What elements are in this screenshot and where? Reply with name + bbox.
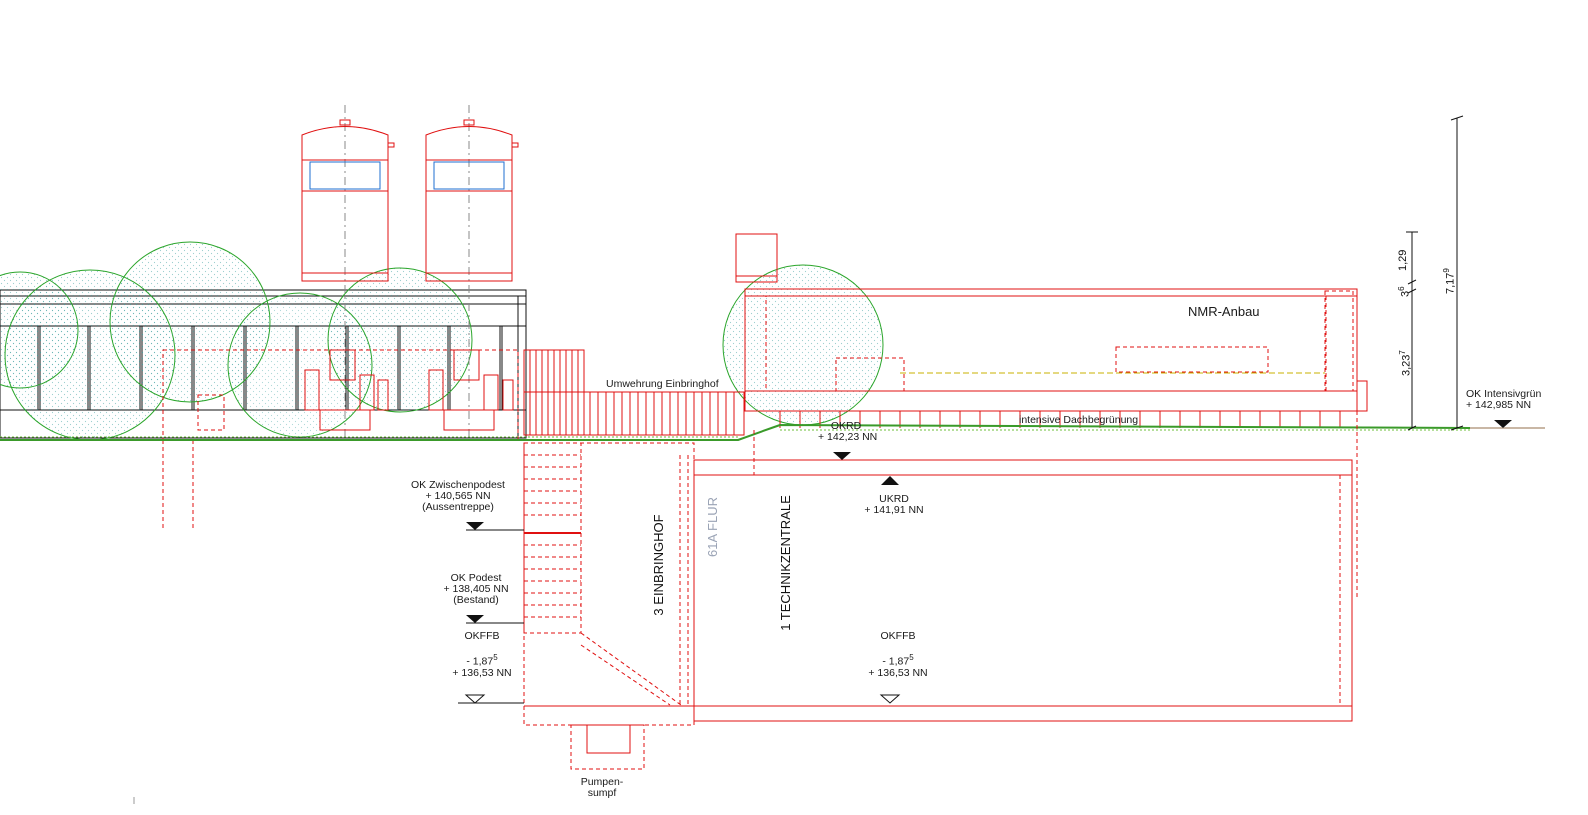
dim-7179: 7,179: [1442, 268, 1457, 294]
umwehrung-label: Umwehrung Einbringhof: [606, 378, 719, 390]
room-flur: 61A FLUR: [705, 497, 720, 557]
nmr-anbau-building: [735, 233, 1368, 428]
room-technikzentrale: 1 TECHNIKZENTRALE: [778, 495, 793, 631]
dim-3237: 3,237: [1398, 350, 1413, 376]
technikzentrale-section: [693, 411, 1358, 722]
dachbegruenung-label: intensive Dachbegrünung: [1019, 414, 1139, 426]
ok-zwischenpodest-label: OK Zwischenpodest+ 140,565 NN(Aussentrep…: [411, 479, 505, 513]
ukrd-label: UKRD+ 141,91 NN: [864, 493, 924, 516]
level-markers: [458, 420, 1512, 704]
fence-umwehrung: [523, 349, 745, 436]
okffb-right-label: OKFFB - 1,875 + 136,53 NN: [868, 630, 928, 679]
pumpensumpf-label: Pumpen-sumpf: [580, 776, 624, 799]
trees: [0, 241, 884, 441]
ok-podest-label: OK Podest+ 138,405 NN(Bestand): [443, 572, 509, 606]
einbringhof-section: [523, 442, 695, 770]
okrd-label: OKRD+ 142,23 NN: [818, 420, 878, 443]
existing-foundation-lines: [162, 349, 519, 530]
dimension-chain: [1406, 115, 1464, 431]
room-einbringhof: 3 EINBRINGHOF: [651, 514, 666, 616]
ok-intensivgruen-label: OK Intensivgrün+ 142,985 NN: [1466, 388, 1542, 411]
nmr-anbau-label: NMR-Anbau: [1188, 304, 1260, 319]
ground-line: [0, 423, 1545, 441]
silos: [301, 105, 519, 440]
okffb-left-label: OKFFB - 1,875 + 136,53 NN: [452, 630, 512, 679]
dim-129: 1,29: [1397, 249, 1409, 271]
dim-36: 36: [1397, 286, 1412, 297]
